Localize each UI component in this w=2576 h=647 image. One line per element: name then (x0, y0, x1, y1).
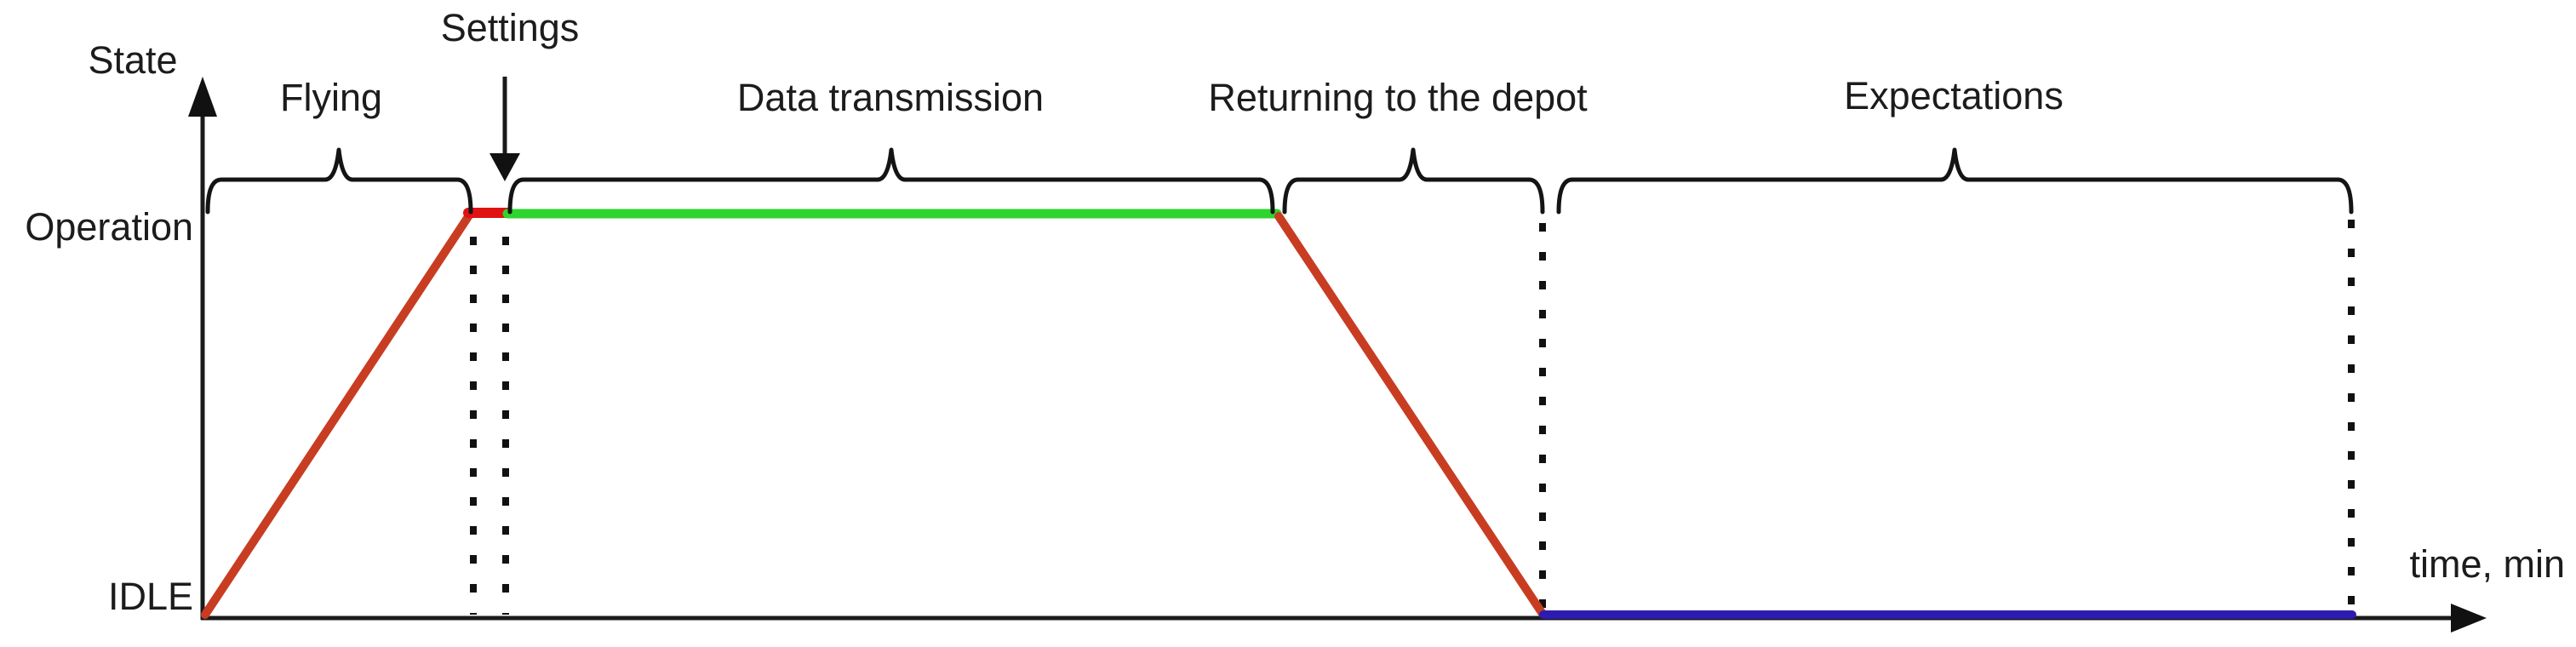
settings-arrowhead-icon (489, 153, 520, 181)
brace-returning (1282, 147, 1545, 215)
brace-flying (205, 147, 473, 215)
x-axis-arrowhead-icon (2451, 604, 2487, 633)
phase-label-expectations: Expectations (1844, 74, 2064, 117)
y-axis-arrowhead-icon (188, 77, 217, 117)
x-axis-label: time, min (2409, 542, 2565, 586)
y-tick-operation: Operation (25, 205, 193, 249)
phase-label-settings: Settings (441, 6, 580, 49)
phase-label-data-transmission: Data transmission (737, 76, 1044, 119)
phase-label-returning: Returning to the depot (1208, 76, 1588, 119)
phase-label-flying: Flying (280, 76, 382, 119)
y-tick-idle: IDLE (108, 575, 193, 618)
y-axis-label: State (88, 38, 177, 82)
segment-returning-fall (1274, 212, 1547, 618)
segment-flying-rise (201, 211, 473, 619)
brace-expectations (1556, 147, 2354, 215)
brace-data-transmission (507, 147, 1275, 215)
